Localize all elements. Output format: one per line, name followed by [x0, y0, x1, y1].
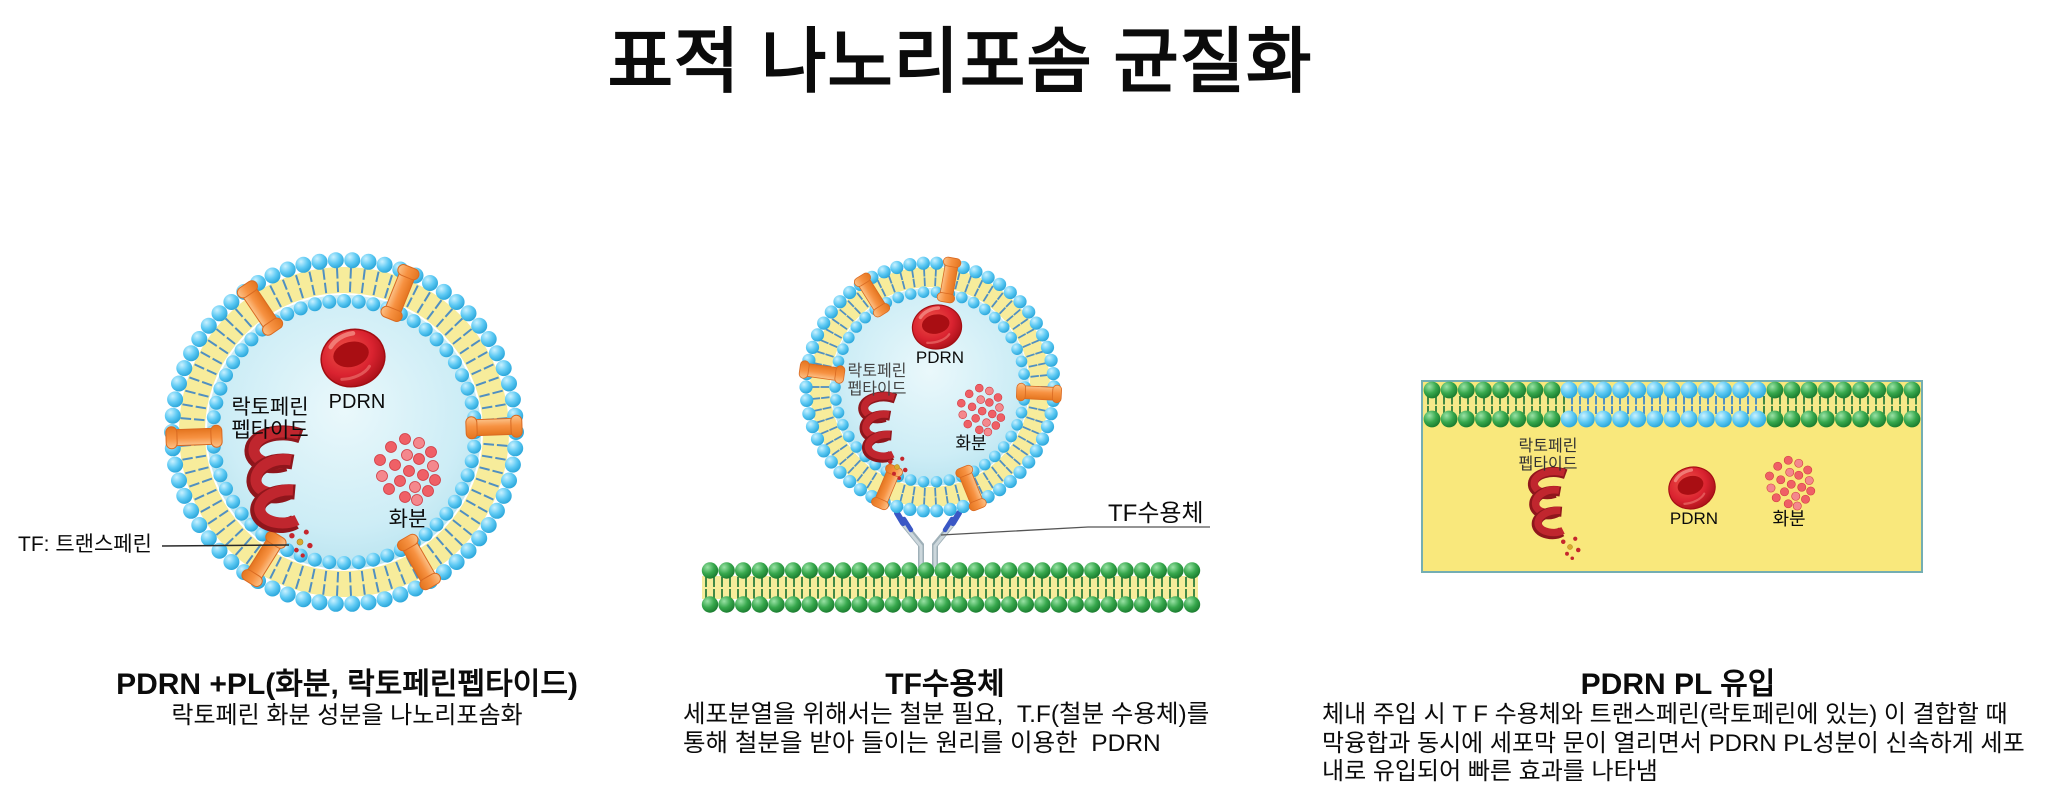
outer-bead-ring-1	[164, 252, 524, 612]
label-pdrn-2: PDRN	[915, 348, 965, 367]
membrane-beads-2	[701, 562, 1201, 613]
outer-bead-ring-2	[799, 256, 1061, 518]
label-pollen-1: 화분	[388, 508, 428, 531]
caption-body-3: 체내 주입 시 T F 수용체와 트랜스페린(락토페린에 있는) 이 결합할 때…	[1322, 701, 2025, 785]
tf-receptor-graphic	[894, 510, 962, 568]
caption-title-1: PDRN +PL(화분, 락토페린펩타이드)	[116, 668, 578, 701]
label-pdrn-1: PDRN	[328, 391, 386, 413]
cell-membrane-graphic	[701, 562, 1201, 613]
liposome-1-graphic	[164, 252, 524, 612]
label-pdrn-3: PDRN	[1669, 509, 1719, 528]
cell-interior-graphic	[1421, 380, 1923, 573]
label-lactoferrin-peptide-1: 락토페린 펩타이드	[231, 396, 309, 442]
tf-receptor-leader-line	[940, 526, 1210, 536]
label-tf-receptor-annotation: TF수용체	[1108, 500, 1204, 527]
membrane-beads-3	[1423, 381, 1921, 428]
liposome-2-graphic	[798, 256, 1063, 518]
caption-title-2: TF수용체	[885, 668, 1005, 701]
caption-body-1: 락토페린 화분 성분을 나노리포솜화	[171, 702, 523, 729]
label-transferrin: TF: 트랜스페린	[18, 533, 152, 556]
label-pollen-3: 화분	[1772, 509, 1806, 529]
label-lactoferrin-peptide-3: 락토페린 펩타이드	[1518, 438, 1578, 473]
membrane-band-2	[702, 576, 1198, 599]
label-lactoferrin-peptide-2: 락토페린 펩타이드	[847, 363, 907, 398]
transferrin-leader-line	[161, 544, 290, 547]
caption-body-2: 세포분열을 위해서는 철분 필요, T.F(철분 수용체)를 통해 철분을 받아…	[683, 701, 1210, 757]
page-title: 표적 나노리포솜 균질화	[607, 23, 1313, 102]
caption-title-3: PDRN PL 유입	[1580, 668, 1776, 701]
label-pollen-2: 화분	[955, 434, 987, 453]
